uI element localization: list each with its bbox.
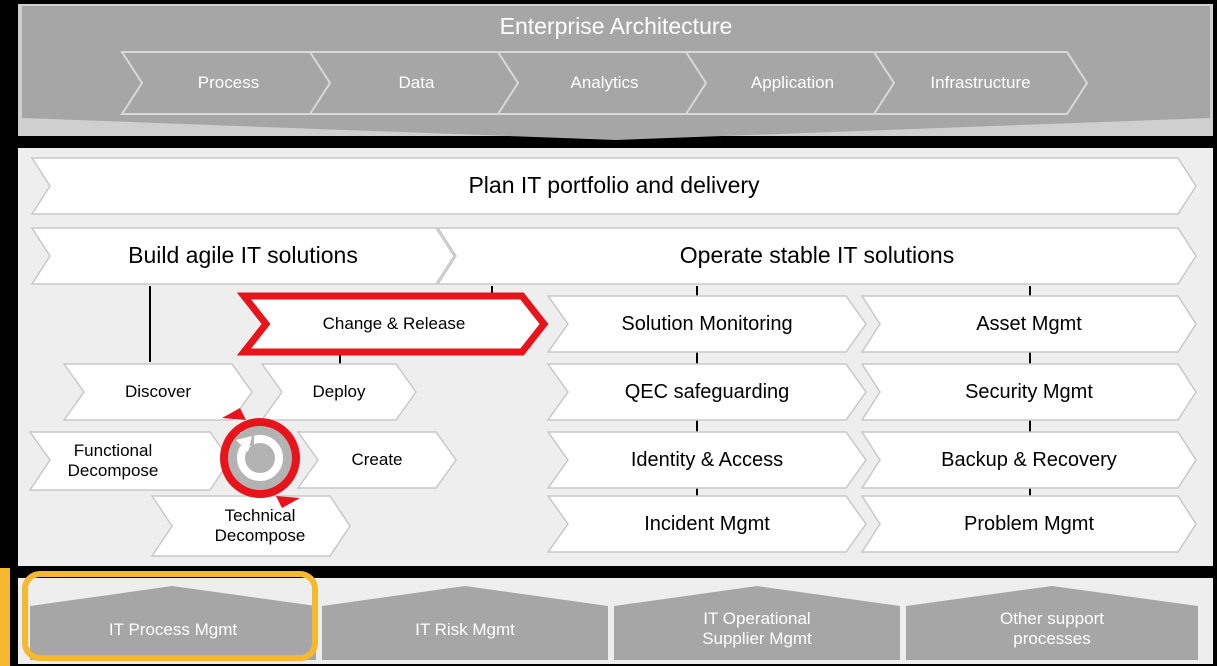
chevron-discover <box>62 363 253 421</box>
chevron-create <box>296 431 457 489</box>
chevron-solution-monitoring <box>546 295 867 353</box>
it-risk-mgmt-label[interactable]: IT Risk Mgmt <box>415 619 515 639</box>
support-other <box>906 586 1198 660</box>
deploy-label[interactable]: Deploy <box>312 381 366 401</box>
plan-label[interactable]: Plan IT portfolio and delivery <box>468 172 760 199</box>
incident-mgmt-label[interactable]: Incident Mgmt <box>644 513 770 535</box>
ea-application-label[interactable]: Application <box>750 72 835 92</box>
cycle-icon <box>220 408 300 508</box>
build-label[interactable]: Build agile IT solutions <box>128 242 358 269</box>
support-it-process <box>30 586 316 660</box>
chevron-functional <box>28 431 231 491</box>
technical-decompose-label[interactable]: Technical Decompose <box>214 505 306 545</box>
solution-monitoring-label[interactable]: Solution Monitoring <box>621 313 793 335</box>
ea-process-label[interactable]: Process <box>197 72 260 92</box>
backup-recovery-label[interactable]: Backup & Recovery <box>941 449 1117 471</box>
chevron-build <box>30 227 455 285</box>
it-process-mgmt-label[interactable]: IT Process Mgmt <box>108 619 238 639</box>
other-support-label[interactable]: Other support processes <box>1000 608 1104 648</box>
qec-safeguarding-label[interactable]: QEC safeguarding <box>624 381 790 403</box>
chevron-plan <box>30 157 1197 215</box>
ea-analytics-label[interactable]: Analytics <box>570 72 639 92</box>
create-label[interactable]: Create <box>351 449 403 469</box>
highlight-marker <box>0 568 10 666</box>
chevron-backup <box>860 431 1197 489</box>
asset-mgmt-label[interactable]: Asset Mgmt <box>976 313 1082 335</box>
support-supplier <box>614 586 900 660</box>
chevron-technical <box>150 495 351 557</box>
chevron-problem <box>860 495 1197 553</box>
chevron-infrastructure <box>872 51 1089 115</box>
functional-decompose-label[interactable]: Functional Decompose <box>67 440 159 480</box>
support-it-risk <box>322 586 608 660</box>
problem-mgmt-label[interactable]: Problem Mgmt <box>963 513 1095 535</box>
chevron-asset <box>860 295 1197 353</box>
highlight-box <box>22 571 318 661</box>
enterprise-architecture-title: Enterprise Architecture <box>499 13 733 40</box>
ea-infrastructure-label[interactable]: Infrastructure <box>930 72 1031 92</box>
chevron-qec <box>546 363 867 421</box>
chevron-identity <box>546 431 867 489</box>
chevron-security <box>860 363 1197 421</box>
change-release-label[interactable]: Change & Release <box>322 313 466 333</box>
chevron-change-release <box>236 292 549 356</box>
operate-label[interactable]: Operate stable IT solutions <box>679 242 955 269</box>
chevron-operate <box>436 227 1197 285</box>
chevron-incident <box>546 495 867 553</box>
identity-access-label[interactable]: Identity & Access <box>630 449 784 471</box>
chevron-deploy <box>260 363 417 421</box>
discover-label[interactable]: Discover <box>124 381 192 401</box>
it-supplier-mgmt-label[interactable]: IT Operational Supplier Mgmt <box>702 608 812 648</box>
ea-data-label[interactable]: Data <box>398 72 435 92</box>
security-mgmt-label[interactable]: Security Mgmt <box>965 381 1093 403</box>
